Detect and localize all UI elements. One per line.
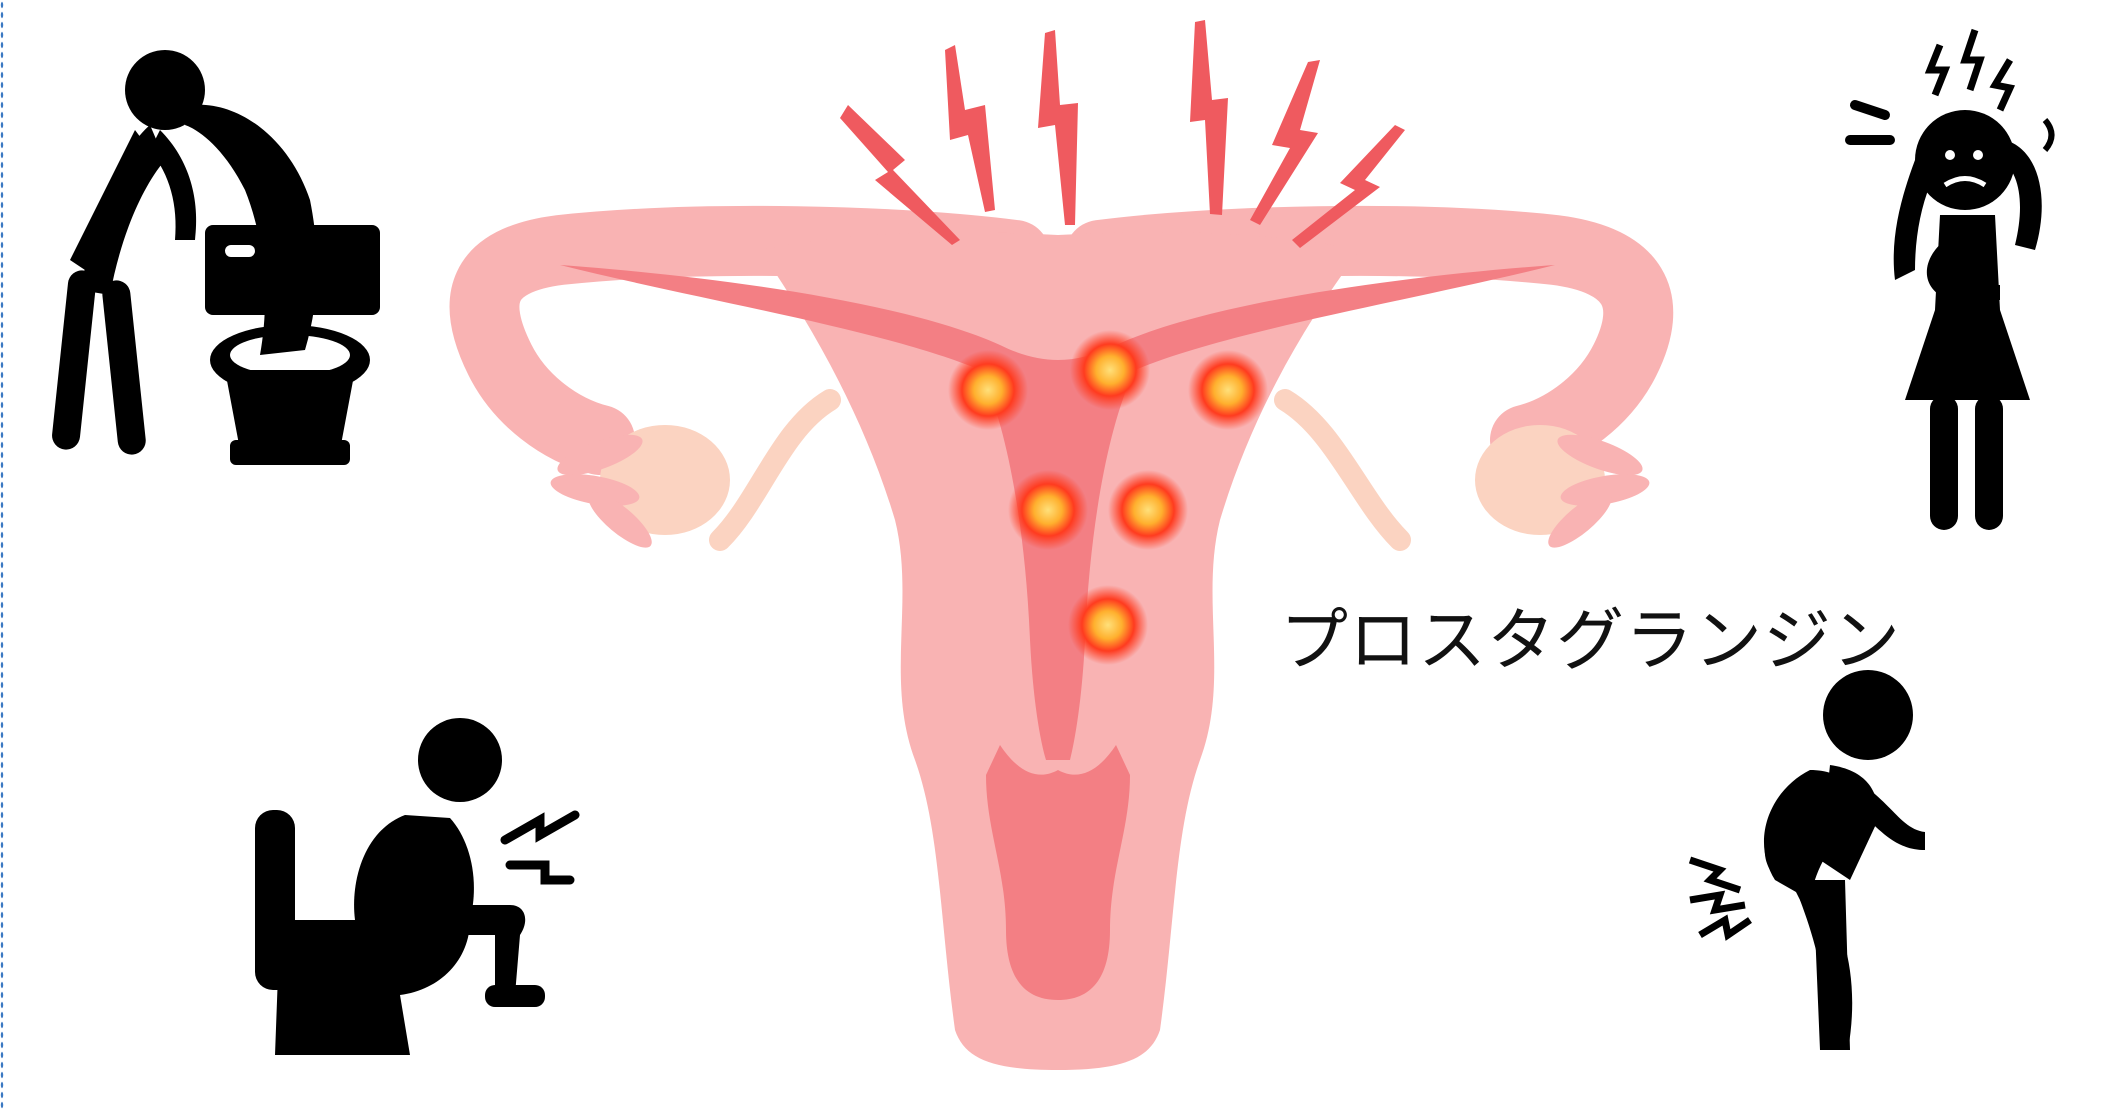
- lightning-bolt-icon: [1250, 60, 1320, 225]
- glowing-spot-icon: [1108, 470, 1188, 550]
- vomiting-person-icon: [51, 50, 380, 465]
- glowing-spot-icon: [948, 350, 1028, 430]
- left-ovarian-ligament: [720, 400, 830, 540]
- glowing-spot-icon: [1068, 585, 1148, 665]
- right-ovarian-ligament: [1285, 400, 1400, 540]
- diarrhea-person-icon: [255, 718, 575, 1055]
- glowing-spot-icon: [1188, 350, 1268, 430]
- prostaglandin-label: プロスタグランジン: [1280, 585, 1901, 684]
- glowing-spot-icon: [1070, 330, 1150, 410]
- lightning-bolt-icon: [1038, 30, 1078, 225]
- lightning-bolt-icon: [945, 45, 995, 212]
- lightning-bolt-icon: [1190, 20, 1228, 215]
- headache-person-icon: [1850, 30, 2052, 530]
- glowing-spot-icon: [1008, 470, 1088, 550]
- back-pain-person-icon: [1690, 670, 1925, 1050]
